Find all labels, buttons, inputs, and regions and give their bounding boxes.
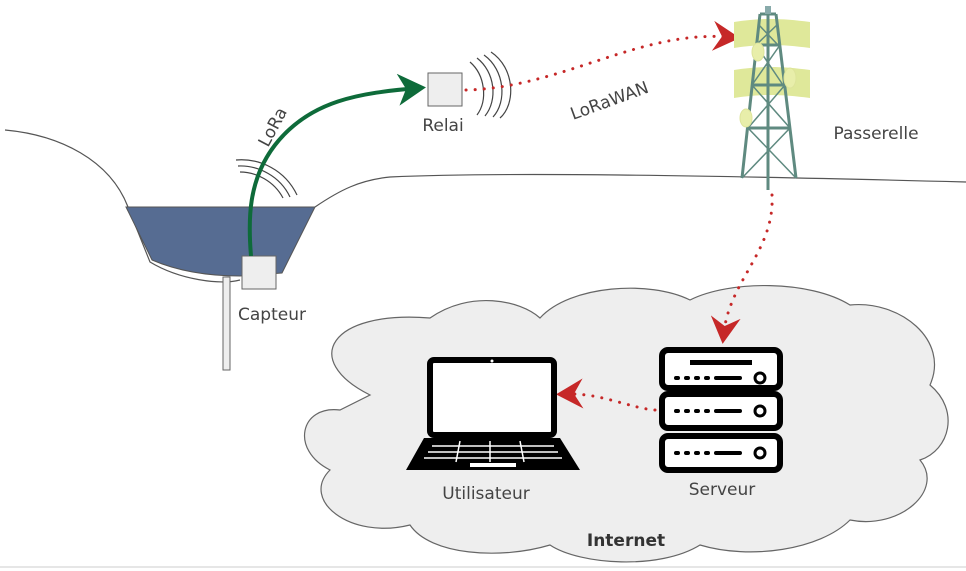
gateway-label: Passerelle [833, 124, 918, 144]
sensor-box [241, 255, 277, 290]
lora-link-arrow [247, 73, 426, 257]
server-icon [659, 347, 783, 473]
sensor-wave-icon [235, 159, 298, 199]
relay-wave-icon [469, 51, 512, 119]
server-label: Serveur [689, 480, 756, 500]
internet-cloud [303, 285, 949, 563]
server-user-link-arrow [556, 378, 657, 412]
water-reservoir [125, 206, 316, 277]
sensor-pole [222, 276, 231, 371]
relay-label: Relai [422, 116, 463, 136]
lora-label: LoRa [255, 104, 292, 150]
lorawan-link-arrow [464, 20, 740, 92]
sensor-label: Capteur [238, 305, 306, 325]
user-label: Utilisateur [442, 484, 529, 504]
relay-box [427, 72, 463, 107]
laptop-icon [406, 357, 580, 470]
gateway-tower-icon [734, 6, 810, 190]
gateway-server-link-arrow [710, 193, 774, 344]
ground-line [4, 129, 966, 283]
lorawan-label: LoRaWAN [568, 78, 652, 125]
internet-label: Internet [587, 531, 665, 551]
